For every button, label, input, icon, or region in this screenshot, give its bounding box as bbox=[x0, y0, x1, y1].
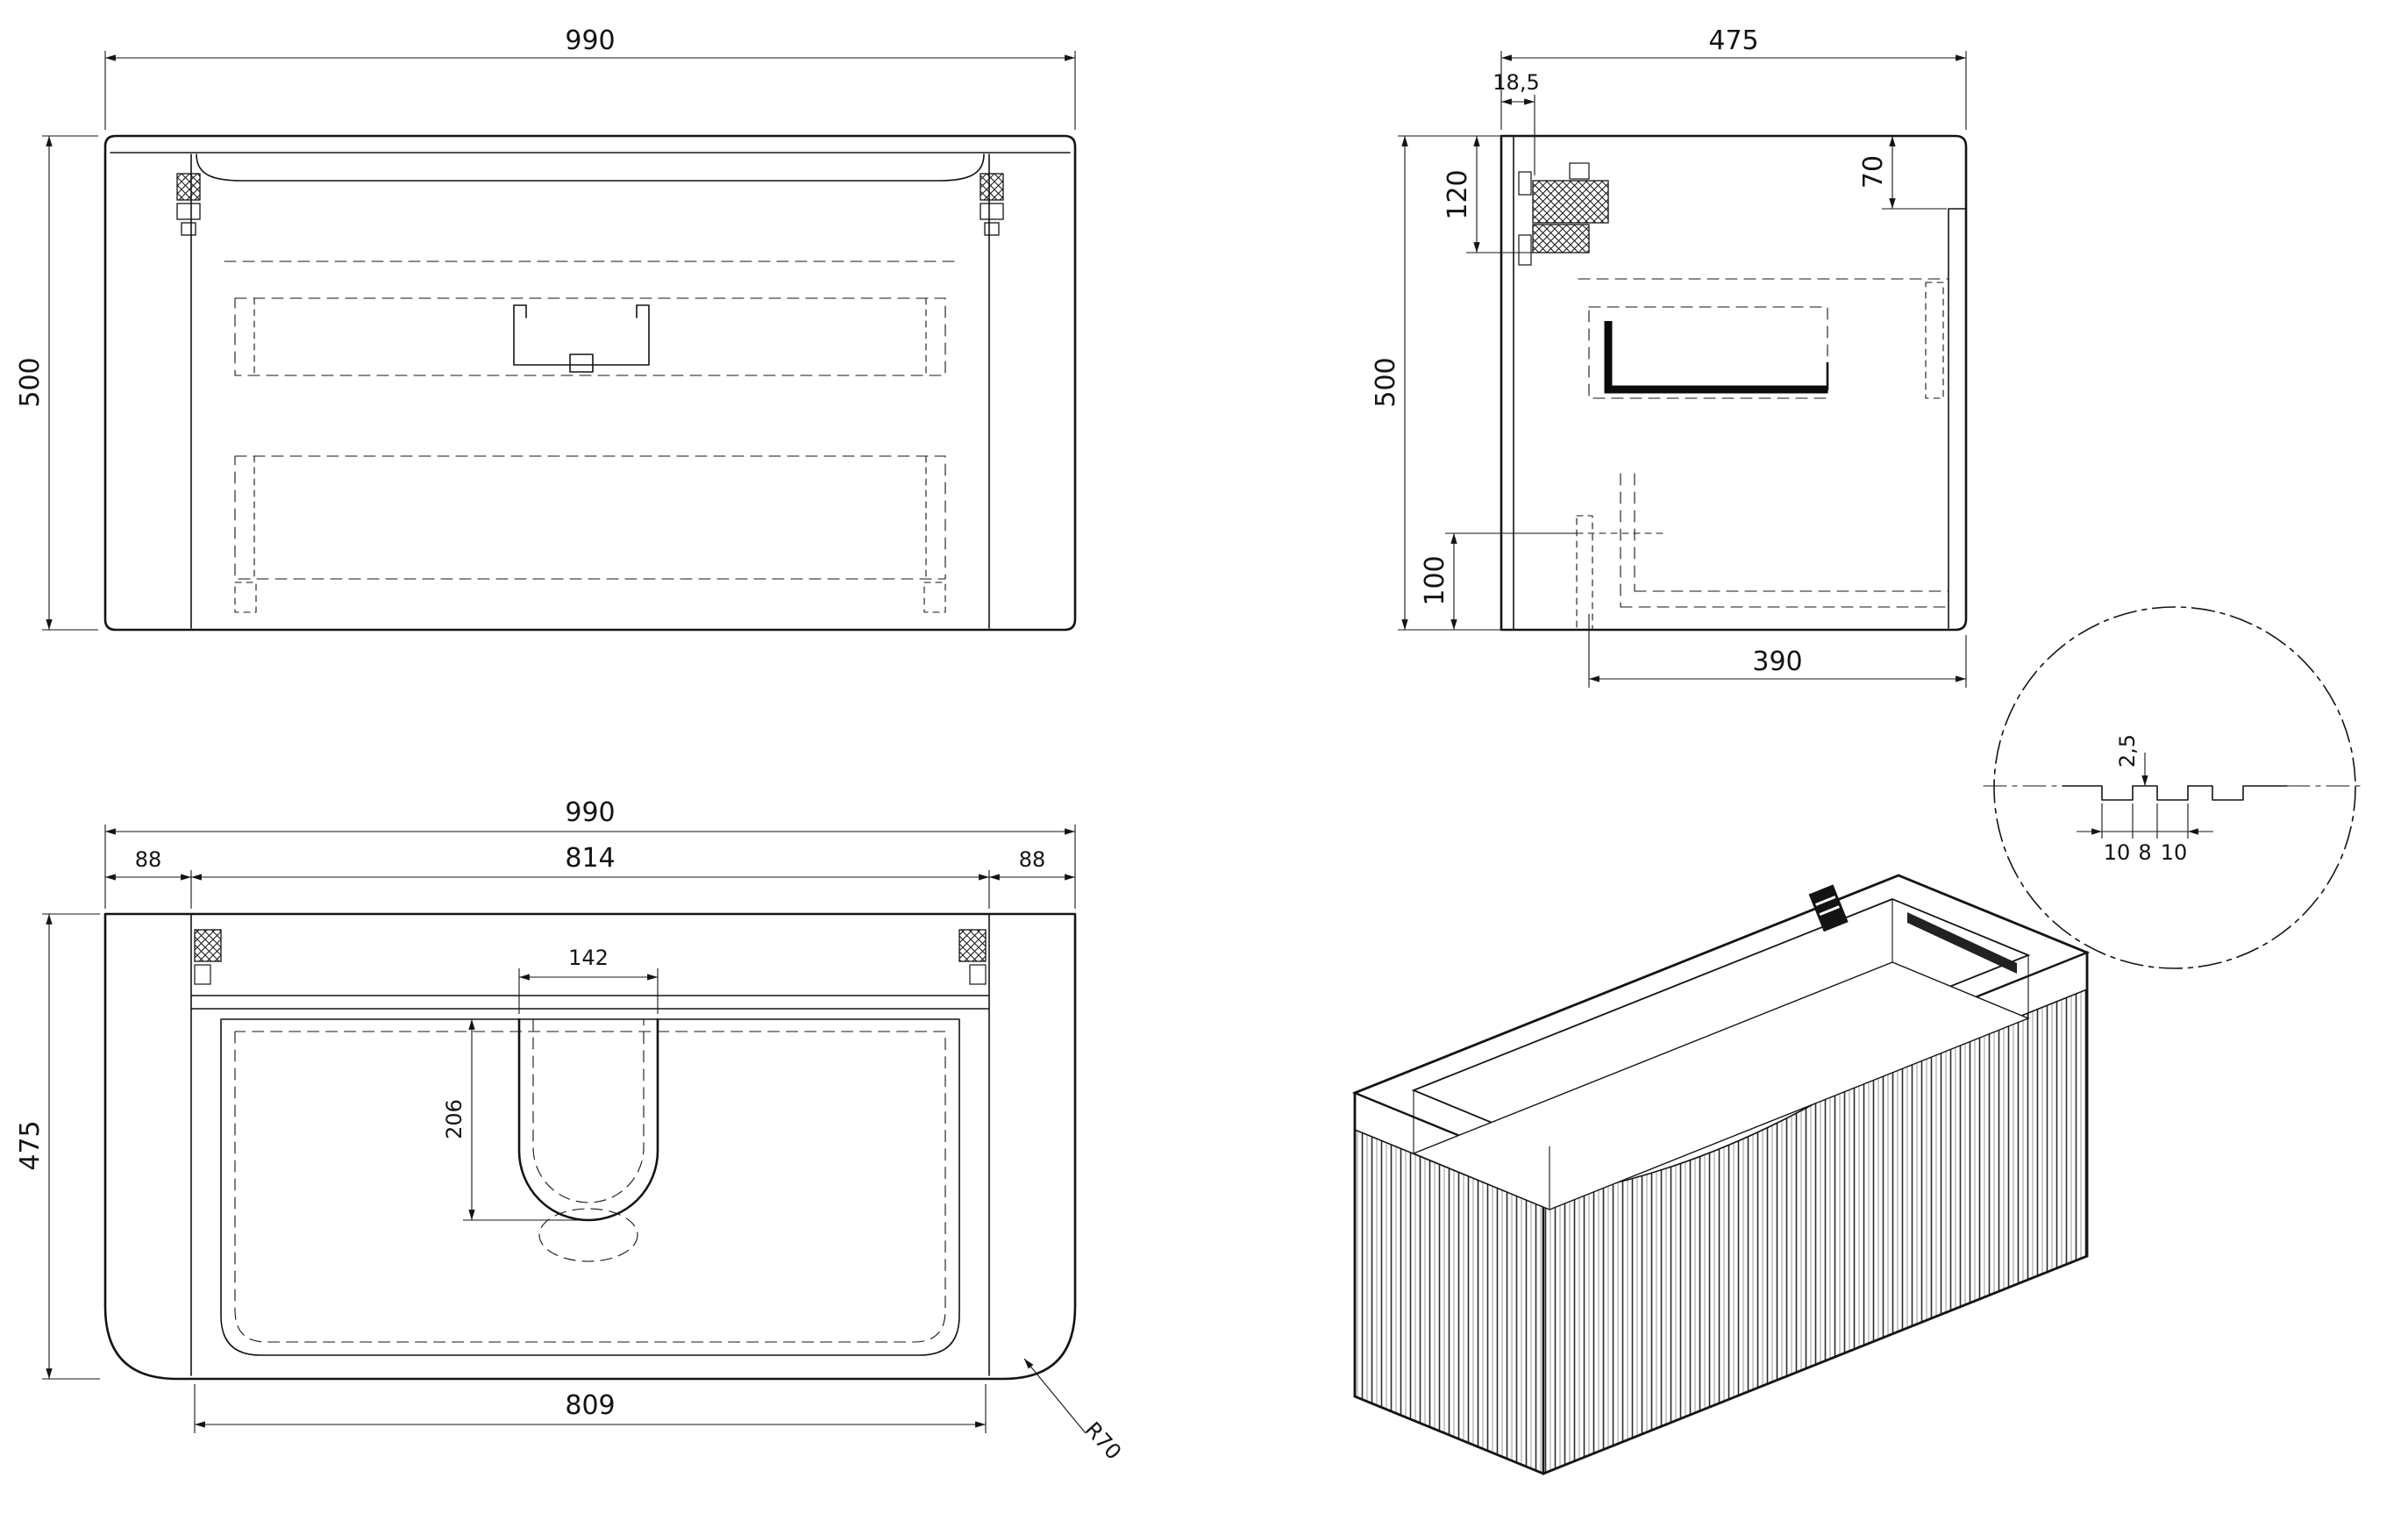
side-dim-offset-label: 18,5 bbox=[1493, 70, 1539, 95]
detail-profile bbox=[1983, 785, 2367, 801]
side-dim-height: 500 bbox=[1371, 135, 1501, 631]
plan-dim-cutout-width: 142 bbox=[518, 946, 659, 1014]
plan-left-clip bbox=[194, 929, 222, 985]
plan-dim-inner-label: 814 bbox=[565, 843, 615, 874]
plan-view: 990 88 814 88 475 142 206 bbox=[15, 797, 1126, 1465]
detail-circle bbox=[1993, 606, 2356, 969]
side-dim-width-label: 475 bbox=[1708, 25, 1758, 56]
side-dim-slide: 390 bbox=[1588, 614, 1967, 688]
side-drawer-slide bbox=[1604, 321, 1829, 394]
side-dim-bracket: 120 bbox=[1443, 136, 1533, 253]
front-dim-width: 990 bbox=[104, 25, 1076, 130]
plan-dim-cutout-depth: 206 bbox=[442, 1018, 579, 1221]
iso-drawer-slide-bar bbox=[1907, 912, 2017, 974]
side-wall-bracket bbox=[1518, 162, 1609, 266]
plan-dim-side-left-label: 88 bbox=[135, 847, 162, 872]
side-dim-bracket-label: 120 bbox=[1443, 169, 1473, 219]
side-dim-height-label: 500 bbox=[1371, 357, 1401, 407]
side-dim-width: 475 bbox=[1500, 25, 1967, 130]
plan-dim-depth: 475 bbox=[15, 913, 100, 1380]
detail-dim-p3-label: 10 bbox=[2161, 840, 2188, 865]
iso-view bbox=[1351, 874, 2091, 1475]
iso-cavity bbox=[1411, 898, 2031, 1210]
plan-dim-depth-label: 475 bbox=[15, 1120, 46, 1170]
front-left-hinge-bracket bbox=[176, 173, 201, 236]
detail-dim-pitch: 10 8 10 bbox=[2077, 803, 2213, 865]
detail-dim-groove-label: 2,5 bbox=[2115, 734, 2140, 768]
front-center-slide-bracket bbox=[513, 304, 650, 373]
front-view-hidden-lines bbox=[224, 261, 957, 613]
iso-mount-clip bbox=[1808, 884, 1849, 932]
detail-dim-p2-label: 8 bbox=[2138, 840, 2151, 865]
side-dim-recess-label: 70 bbox=[1858, 155, 1889, 189]
plan-right-clip bbox=[958, 929, 987, 985]
plan-dim-cutout-depth-label: 206 bbox=[442, 1099, 467, 1139]
detail-view: 2,5 10 8 10 bbox=[1983, 606, 2367, 969]
detail-dim-groove: 2,5 bbox=[2115, 734, 2148, 801]
plan-dim-front-inner: 809 bbox=[194, 1384, 987, 1433]
front-view-outline bbox=[103, 134, 1077, 632]
iso-silhouette bbox=[1353, 874, 2089, 1475]
side-view-hidden-lines bbox=[1576, 278, 1949, 631]
side-dim-slide-label: 390 bbox=[1752, 646, 1802, 677]
side-dim-recess: 70 bbox=[1858, 136, 1947, 210]
front-view: 990 500 bbox=[15, 25, 1077, 632]
plan-dim-width: 990 bbox=[104, 797, 1076, 909]
front-dim-height-label: 500 bbox=[15, 357, 46, 407]
plan-dim-segments: 88 814 88 bbox=[105, 843, 1075, 909]
side-dim-bottom: 100 bbox=[1420, 532, 1577, 630]
front-dim-width-label: 990 bbox=[565, 25, 615, 56]
side-dim-offset: 18,5 bbox=[1493, 70, 1540, 175]
front-right-hinge-bracket bbox=[980, 173, 1004, 236]
side-dim-bottom-label: 100 bbox=[1420, 555, 1450, 605]
plan-dim-front-inner-label: 809 bbox=[565, 1390, 615, 1421]
detail-dim-p1-label: 10 bbox=[2104, 840, 2131, 865]
side-view: 475 18,5 120 500 70 100 bbox=[1371, 25, 1968, 688]
plan-dim-width-label: 990 bbox=[565, 797, 615, 828]
plan-dim-cutout-width-label: 142 bbox=[568, 946, 609, 970]
front-dim-height: 500 bbox=[15, 135, 98, 631]
plan-dim-side-right-label: 88 bbox=[1019, 847, 1046, 872]
plan-siphon-cutout bbox=[517, 1017, 659, 1262]
plan-view-outline bbox=[103, 912, 1077, 1381]
